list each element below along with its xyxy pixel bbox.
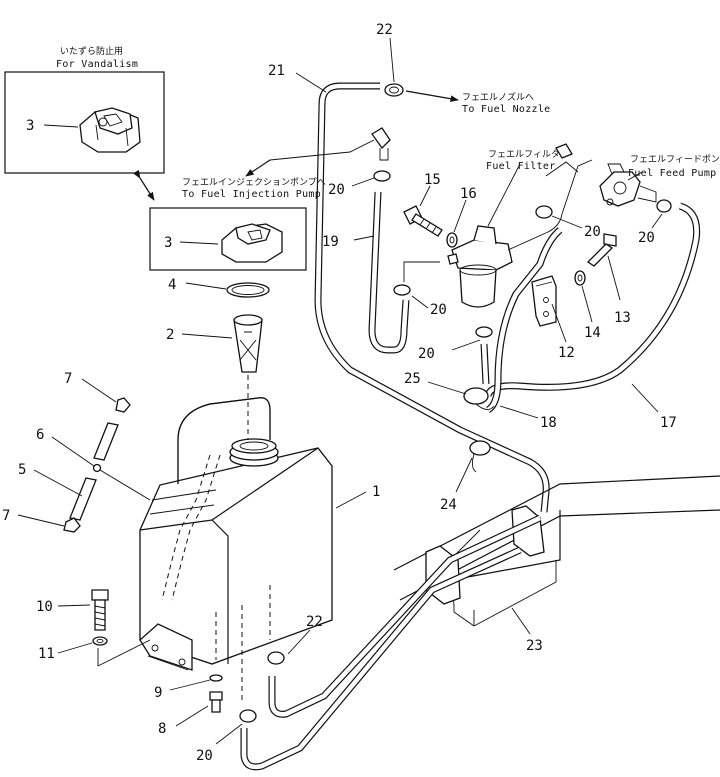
- fuel-tank-1: 1: [139, 397, 380, 700]
- callout-1: 1: [372, 484, 380, 500]
- vandalism-inset-box: [4, 71, 165, 174]
- vandalism-label-en: For Vandalism: [56, 59, 138, 70]
- callout-13: 13: [614, 310, 631, 326]
- callout-3a: 3: [26, 118, 34, 134]
- hose-18: 18: [485, 227, 563, 431]
- callout-17: 17: [660, 415, 677, 431]
- filter-outlet-line: [507, 159, 593, 251]
- callout-18: 18: [540, 415, 557, 431]
- callout-20d: 20: [638, 230, 655, 246]
- clamp-22-bottom: 22: [267, 614, 323, 665]
- clip-7-top: [115, 397, 131, 413]
- clamp-25: 25: [404, 371, 495, 410]
- feed-pump-label-jp: フェエルフィードポンプ: [630, 154, 720, 165]
- callout-23: 23: [526, 638, 543, 654]
- joint-6: [92, 463, 102, 473]
- callout-7b: 7: [2, 508, 10, 524]
- vandalism-inset: いたずら防止用 For Vandalism 3: [4, 45, 165, 174]
- bolt-10: 10: [36, 589, 109, 631]
- clamp-24: 24: [440, 440, 491, 513]
- washer-16: 16: [446, 186, 477, 248]
- filter-label-jp: フェエルフィルタ: [488, 149, 560, 160]
- washer-14: 14: [574, 270, 601, 341]
- callout-22a: 22: [376, 22, 393, 38]
- callout-20b: 20: [430, 302, 447, 318]
- clamp-22-top: 22: [376, 22, 404, 97]
- callout-15: 15: [424, 172, 441, 188]
- callout-19: 19: [322, 234, 339, 250]
- clamp-20-d: 20: [638, 199, 672, 246]
- bolt-13: 13: [586, 233, 631, 326]
- clamp-20-c: 20: [535, 205, 601, 240]
- callout-3b: 3: [164, 235, 172, 251]
- hose-19: 19: [322, 191, 410, 354]
- arrow-to-injection-pump: [245, 159, 271, 177]
- clamp-20-f: 20: [196, 709, 257, 764]
- clamp-20-e: 20: [418, 326, 493, 362]
- callout-14: 14: [584, 325, 601, 341]
- clamp-20-a: 20: [328, 170, 391, 198]
- callout-10: 10: [36, 599, 53, 615]
- callout-20a: 20: [328, 182, 345, 198]
- vandalism-label-jp: いたずら防止用: [60, 45, 123, 57]
- clamp-20-b: 20: [393, 284, 447, 318]
- cap-inset: 3: [149, 207, 307, 271]
- callout-9: 9: [154, 685, 162, 701]
- clip-7-bottom: [63, 517, 81, 533]
- callout-20e: 20: [418, 346, 435, 362]
- gauge-hose-parts: 7 6 5 7: [2, 371, 151, 533]
- injection-label-jp: フェエルインジェクションポンプへ: [182, 177, 326, 188]
- callout-21: 21: [268, 63, 285, 79]
- washer-11: 11: [38, 636, 151, 667]
- filter-inlet-line: [403, 261, 440, 282]
- injection-pump-fitting: [269, 127, 391, 161]
- filter-label-en: Fuel Filter: [486, 161, 556, 172]
- lower-fuel-lines: [240, 514, 542, 771]
- callout-7a: 7: [64, 371, 72, 387]
- callout-25: 25: [404, 371, 421, 387]
- callout-20c: 20: [584, 224, 601, 240]
- hose-upper: [93, 422, 119, 461]
- nozzle-label-en: To Fuel Nozzle: [462, 104, 551, 115]
- fuel-line-21: 21: [268, 63, 550, 513]
- leader-3b: [179, 241, 219, 245]
- leader-3a: [43, 124, 79, 128]
- callout-24: 24: [440, 497, 457, 513]
- o-ring-9: 9: [154, 674, 223, 701]
- fuel-cap-drawing: [221, 223, 283, 263]
- clamp-23: 23: [425, 505, 557, 654]
- o-ring-4: 4: [168, 277, 270, 298]
- cap-inset-box: [149, 207, 307, 271]
- bracket-12: 12: [531, 275, 575, 361]
- fuel-filter: フェエルフィルタ Fuel Filter: [447, 149, 560, 308]
- hose-17: 17: [484, 202, 701, 431]
- callout-6: 6: [36, 427, 44, 443]
- callout-20f: 20: [196, 748, 213, 764]
- callout-2: 2: [166, 327, 174, 343]
- fuel-feed-pump: フェエルフィードポンプ Fuel Feed Pump: [555, 143, 720, 207]
- arrow-to-nozzle: [405, 90, 459, 103]
- nozzle-label-jp: フェエルノズルへ: [462, 91, 534, 103]
- strainer-2: 2: [166, 314, 263, 373]
- injection-label-en: To Fuel Injection Pump: [182, 189, 321, 200]
- callout-22b: 22: [306, 614, 323, 630]
- callout-8: 8: [158, 721, 166, 737]
- callout-16: 16: [460, 186, 477, 202]
- callout-11: 11: [38, 646, 55, 662]
- callout-12: 12: [558, 345, 575, 361]
- bolt-15: 15: [403, 172, 443, 237]
- callout-4: 4: [168, 277, 176, 293]
- locking-cap-drawing: [79, 107, 141, 153]
- feed-pump-label-en: Fuel Feed Pump: [628, 168, 717, 179]
- drain-plug-8: 8: [158, 691, 223, 737]
- hose-5: [69, 477, 97, 521]
- inset-link-arrow: [133, 169, 155, 201]
- callout-5: 5: [18, 462, 26, 478]
